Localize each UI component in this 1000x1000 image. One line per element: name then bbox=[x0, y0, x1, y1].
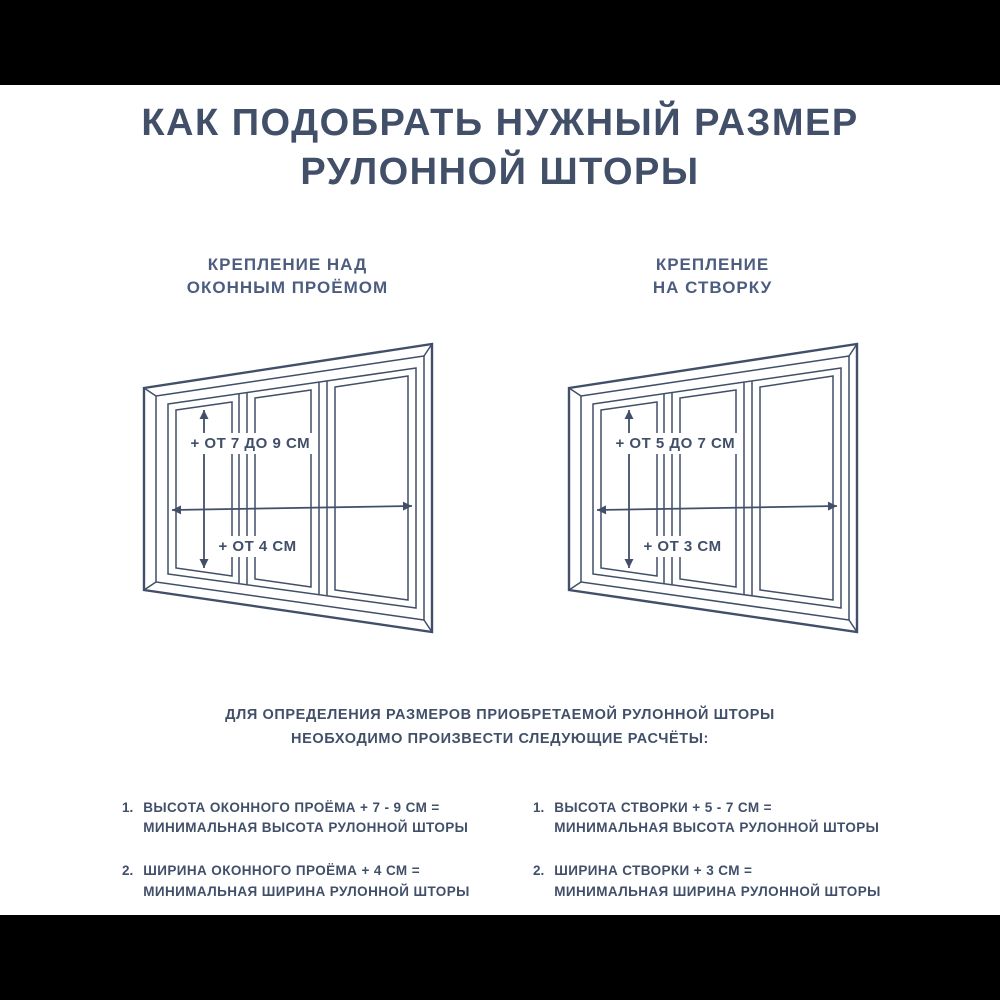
diagram-heading-line1: КРЕПЛЕНИЕ bbox=[655, 254, 770, 274]
item-number: 2. bbox=[533, 863, 545, 879]
content-panel: КАК ПОДОБРАТЬ НУЖНЫЙ РАЗМЕР РУЛОННОЙ ШТО… bbox=[0, 85, 1000, 915]
list-above-opening: 1. ВЫСОТА ОКОННОГО ПРОЁМА + 7 - 9 СМ = М… bbox=[122, 798, 477, 926]
window-perspective-drawing bbox=[563, 338, 863, 638]
diagram-heading-line2: НА СТВОРКУ bbox=[652, 277, 773, 297]
item-line2: МИНИМАЛЬНАЯ ВЫСОТА РУЛОННОЙ ШТОРЫ bbox=[554, 820, 880, 836]
item-text: ШИРИНА СТВОРКИ + 3 СМ = МИНИМАЛЬНАЯ ШИРИ… bbox=[554, 861, 880, 903]
list-on-sash: 1. ВЫСОТА СТВОРКИ + 5 - 7 СМ = МИНИМАЛЬН… bbox=[533, 798, 888, 926]
item-line2: МИНИМАЛЬНАЯ ВЫСОТА РУЛОННОЙ ШТОРЫ bbox=[143, 820, 469, 836]
item-line1: ВЫСОТА ОКОННОГО ПРОЁМА + 7 - 9 СМ = bbox=[143, 799, 440, 815]
item-line1: ШИРИНА ОКОННОГО ПРОЁМА + 4 СМ = bbox=[143, 863, 421, 879]
window-illustration-right: + ОТ 5 ДО 7 СМ + ОТ 3 СМ bbox=[563, 338, 863, 638]
diagram-heading-on-sash: КРЕПЛЕНИЕ НА СТВОРКУ bbox=[563, 254, 863, 300]
item-line2: МИНИМАЛЬНАЯ ШИРИНА РУЛОННОЙ ШТОРЫ bbox=[554, 884, 881, 900]
instructions-intro-line2: НЕОБХОДИМО ПРОИЗВЕСТИ СЛЕДУЮЩИЕ РАСЧЁТЫ: bbox=[291, 730, 709, 747]
page-title: КАК ПОДОБРАТЬ НУЖНЫЙ РАЗМЕР РУЛОННОЙ ШТО… bbox=[0, 99, 1000, 198]
item-number: 2. bbox=[122, 863, 134, 879]
item-line1: ШИРИНА СТВОРКИ + 3 СМ = bbox=[554, 863, 753, 879]
page-title-line2: РУЛОННОЙ ШТОРЫ bbox=[300, 151, 700, 194]
window-diagrams: КРЕПЛЕНИЕ НАД ОКОННЫМ ПРОЁМОМ + ОТ 7 ДО … bbox=[0, 254, 1000, 638]
diagram-above-opening: КРЕПЛЕНИЕ НАД ОКОННЫМ ПРОЁМОМ + ОТ 7 ДО … bbox=[138, 254, 438, 638]
diagram-heading-line2: ОКОННЫМ ПРОЁМОМ bbox=[186, 277, 389, 297]
item-text: ВЫСОТА ОКОННОГО ПРОЁМА + 7 - 9 СМ = МИНИ… bbox=[143, 798, 468, 840]
height-measure-label: + ОТ 5 ДО 7 СМ bbox=[610, 432, 741, 454]
page-title-line1: КАК ПОДОБРАТЬ НУЖНЫЙ РАЗМЕР bbox=[141, 102, 859, 144]
calculation-lists: 1. ВЫСОТА ОКОННОГО ПРОЁМА + 7 - 9 СМ = М… bbox=[0, 798, 1000, 926]
diagram-on-sash: КРЕПЛЕНИЕ НА СТВОРКУ + ОТ 5 ДО 7 СМ + ОТ… bbox=[563, 254, 863, 638]
width-measure-label: + ОТ 4 СМ bbox=[213, 535, 302, 557]
diagram-heading-above-opening: КРЕПЛЕНИЕ НАД ОКОННЫМ ПРОЁМОМ bbox=[138, 254, 438, 300]
item-number: 1. bbox=[533, 799, 545, 815]
window-illustration-left: + ОТ 7 ДО 9 СМ + ОТ 4 СМ bbox=[138, 338, 438, 638]
window-perspective-drawing bbox=[138, 338, 438, 638]
item-line1: ВЫСОТА СТВОРКИ + 5 - 7 СМ = bbox=[554, 799, 772, 815]
list-item: 1. ВЫСОТА СТВОРКИ + 5 - 7 СМ = МИНИМАЛЬН… bbox=[533, 798, 888, 840]
item-number: 1. bbox=[122, 799, 134, 815]
instructions-intro: ДЛЯ ОПРЕДЕЛЕНИЯ РАЗМЕРОВ ПРИОБРЕТАЕМОЙ Р… bbox=[0, 704, 1000, 752]
list-item: 2. ШИРИНА ОКОННОГО ПРОЁМА + 4 СМ = МИНИМ… bbox=[122, 861, 477, 903]
diagram-heading-line1: КРЕПЛЕНИЕ НАД bbox=[207, 254, 368, 274]
width-measure-label: + ОТ 3 СМ bbox=[638, 535, 727, 557]
item-text: ШИРИНА ОКОННОГО ПРОЁМА + 4 СМ = МИНИМАЛЬ… bbox=[143, 861, 469, 903]
item-line2: МИНИМАЛЬНАЯ ШИРИНА РУЛОННОЙ ШТОРЫ bbox=[143, 884, 470, 900]
item-text: ВЫСОТА СТВОРКИ + 5 - 7 СМ = МИНИМАЛЬНАЯ … bbox=[554, 798, 879, 840]
list-item: 1. ВЫСОТА ОКОННОГО ПРОЁМА + 7 - 9 СМ = М… bbox=[122, 798, 477, 840]
list-item: 2. ШИРИНА СТВОРКИ + 3 СМ = МИНИМАЛЬНАЯ Ш… bbox=[533, 861, 888, 903]
height-measure-label: + ОТ 7 ДО 9 СМ bbox=[185, 432, 316, 454]
instructions-intro-line1: ДЛЯ ОПРЕДЕЛЕНИЯ РАЗМЕРОВ ПРИОБРЕТАЕМОЙ Р… bbox=[225, 706, 775, 723]
